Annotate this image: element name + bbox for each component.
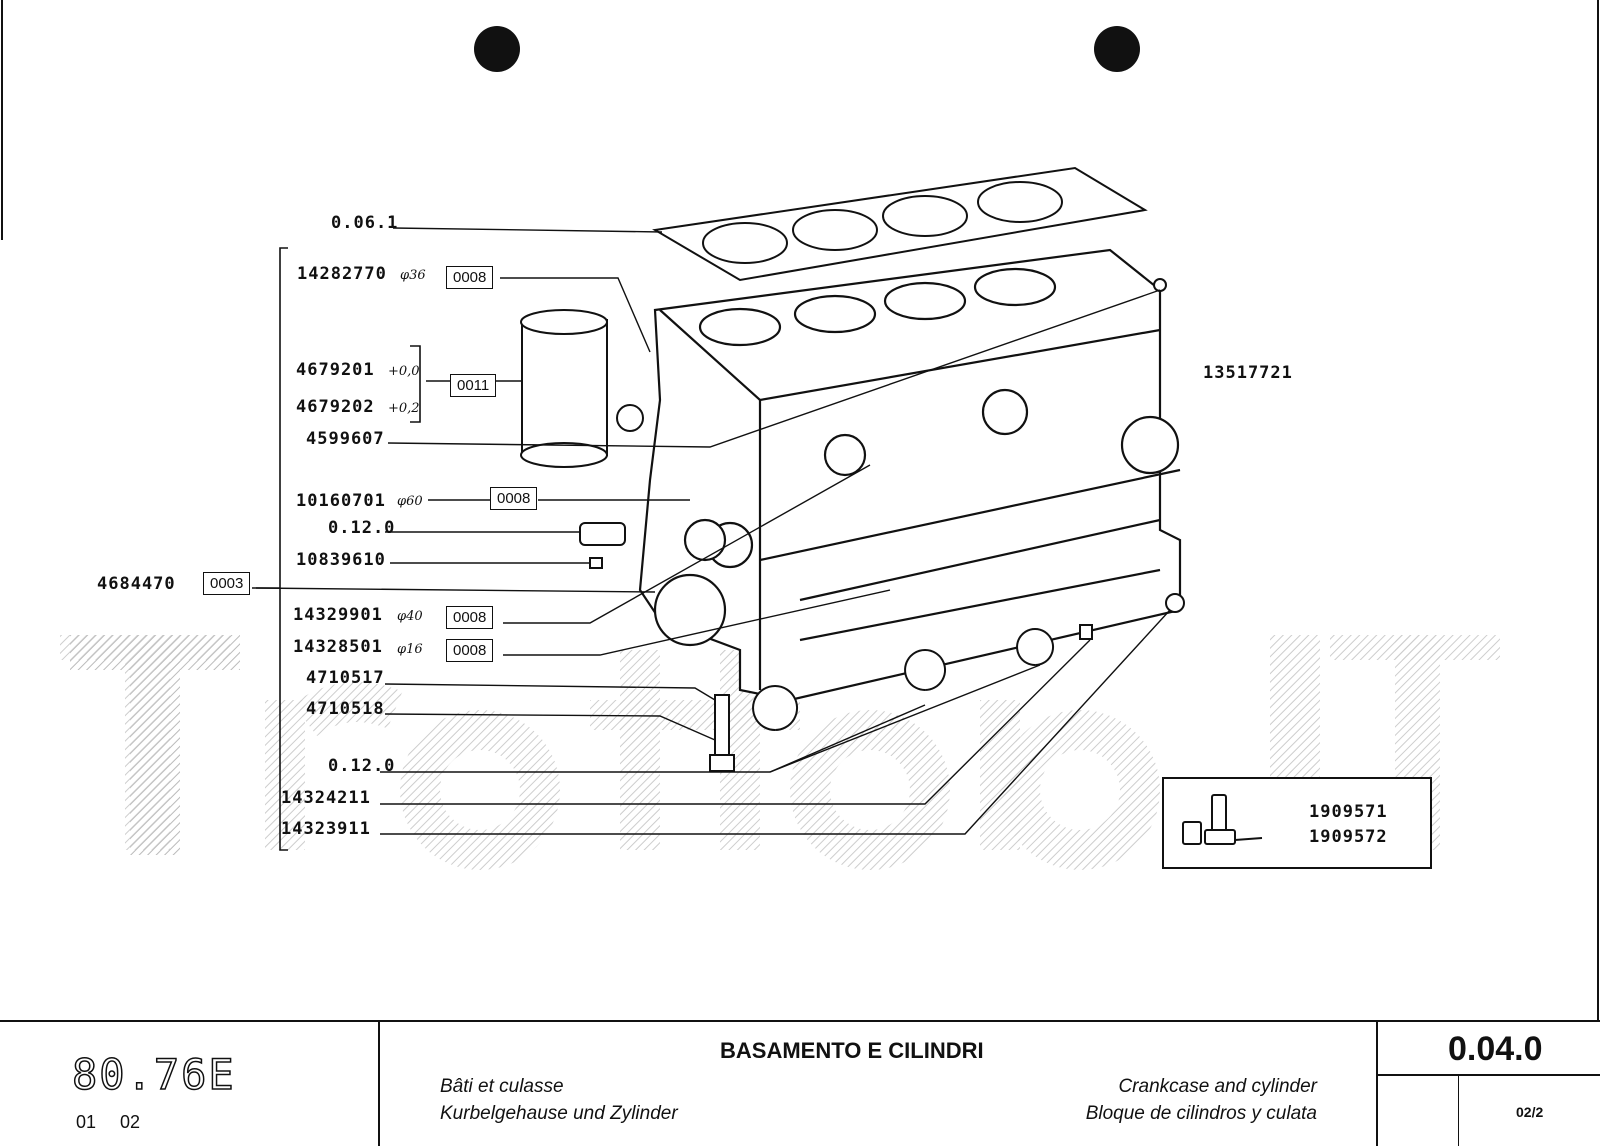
spec-d16: φ16 [397,642,423,657]
inset-box [1162,777,1432,869]
binder-hole-right [1094,26,1140,72]
crankcase-block [638,248,1182,702]
label-0120-bottom: 0.12.0 [328,756,396,776]
qty-box-0003: 0003 [203,572,251,595]
qty-box-0008-b: 0008 [490,487,538,510]
spec-plus02: +0,2 [388,401,420,416]
label-13517721: 13517721 [1203,363,1293,383]
cylinder-liner [520,309,608,468]
title-es: Bloque de cilindros y culata [1085,1103,1317,1124]
title-block: 80.76E 01 02 BASAMENTO E CILINDRI Bâti e… [0,1020,1600,1146]
label-14282770: 14282770 [297,264,387,284]
label-gasket: 0.06.1 [331,213,399,233]
page-number: 02/2 [1516,1104,1544,1120]
label-4710517: 4710517 [306,668,385,688]
section-cell: 0.04.0 02/2 [1376,1022,1600,1146]
section-number: 0.04.0 [1448,1030,1543,1068]
label-4679202: 4679202 [296,397,375,417]
qty-box-0011: 0011 [450,374,497,397]
label-14323911: 14323911 [281,819,371,839]
title-fr: Bâti et culasse [440,1076,564,1097]
brackets [252,247,421,851]
spec-plus00: +0,0 [388,364,420,379]
label-10160701: 10160701 [296,491,386,511]
label-14329901: 14329901 [293,605,383,625]
inset-code-1: 1909571 [1309,802,1388,822]
inset-code-2: 1909572 [1309,827,1388,847]
label-4710518: 4710518 [306,699,385,719]
label-4599607: 4599607 [306,429,385,449]
title-de: Kurbelgehause und Zylinder [440,1103,678,1124]
leader-lines [255,227,1171,835]
title-it: BASAMENTO E CILINDRI [720,1038,984,1063]
qty-box-0008-c: 0008 [446,606,494,629]
label-14328501: 14328501 [293,637,383,657]
title-en: Crankcase and cylinder [1118,1076,1317,1097]
title-cell: BASAMENTO E CILINDRI Bâti et culasse Kur… [378,1022,1377,1146]
label-10839610: 10839610 [296,550,386,570]
label-4684470: 4684470 [97,574,176,594]
spec-d60: φ60 [397,494,423,509]
qty-box-0008-a: 0008 [446,266,494,289]
head-gasket [652,166,1148,282]
issue-a: 01 [76,1112,97,1132]
label-14324211: 14324211 [281,788,371,808]
binder-hole-left [474,26,520,72]
issue-b: 02 [120,1112,141,1132]
label-4679201: 4679201 [296,360,375,380]
model-logo: 80.76E [71,1049,236,1100]
label-0120-top: 0.12.0 [328,518,396,538]
spec-d40: φ40 [397,609,423,624]
spec-d36: φ36 [400,268,426,283]
small-parts [579,278,1185,772]
qty-box-0008-d: 0008 [446,639,494,662]
